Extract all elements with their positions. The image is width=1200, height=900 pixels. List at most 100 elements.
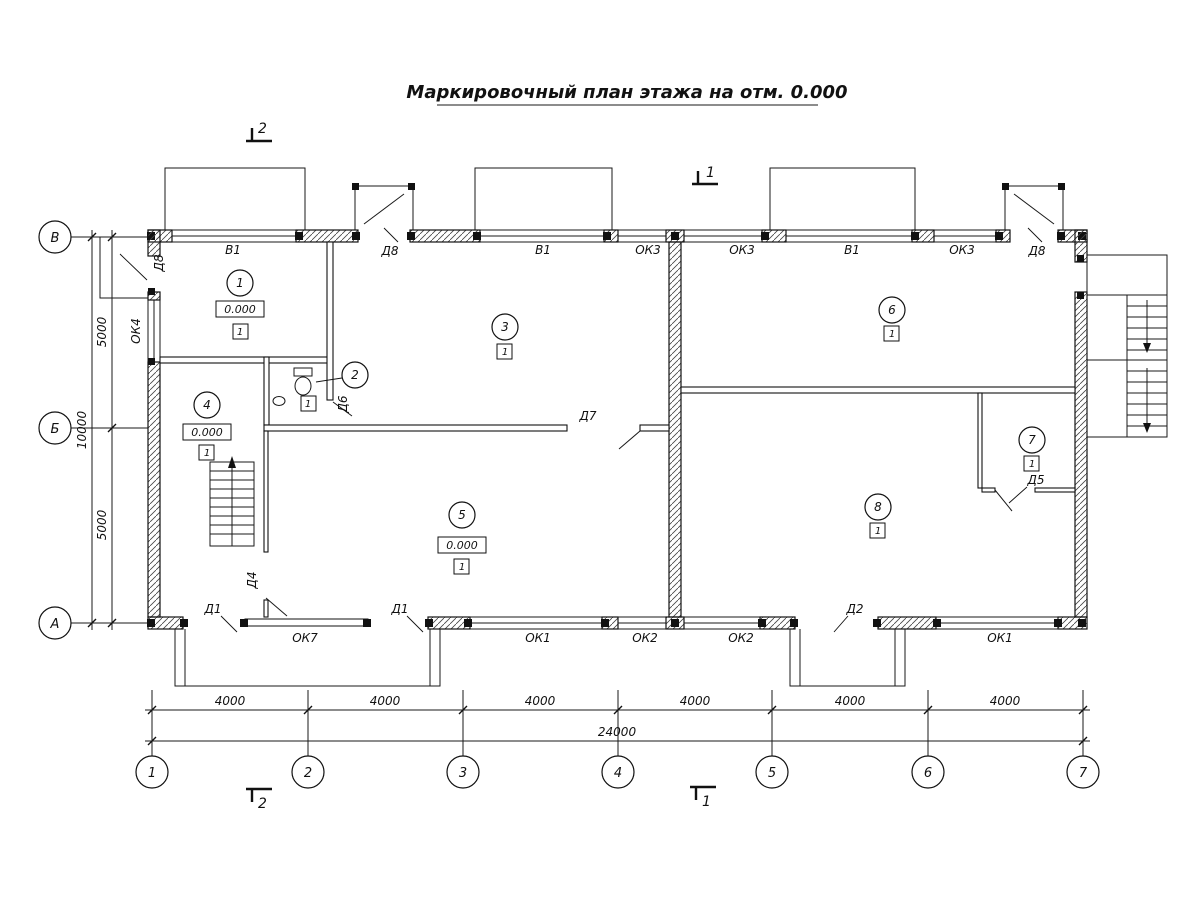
dim-4000-1: 4000 [215, 694, 246, 708]
axis-col-circle-6 [911, 755, 945, 789]
room-6-finish: 1 [889, 329, 895, 340]
axis-col-circle-3 [446, 755, 480, 789]
axis-col-circle-4 [601, 755, 635, 789]
wall-axis-b-east [639, 424, 670, 432]
axis-col-label-7: 7 [1079, 766, 1088, 781]
door-d8-top-leaf [363, 193, 405, 225]
dim-4000-4: 4000 [680, 694, 711, 708]
porch-top-3 [769, 167, 916, 230]
stair-up-arrow [228, 456, 236, 468]
room-1-elevation: 0.000 [224, 303, 256, 316]
title-block: Маркировочный план этажа на отм. 0.000 [406, 82, 848, 106]
bottom-wall [147, 616, 1088, 630]
section-2-top-label: 2 [258, 121, 267, 137]
room-2-finish: 1 [305, 399, 311, 410]
wall-stair-stub [263, 599, 269, 618]
room-4-elevation-box [182, 423, 232, 441]
room-4-finish-box [198, 444, 215, 461]
room-4-finish: 1 [204, 448, 210, 459]
top-wall [147, 229, 1088, 243]
axis-col-circle-1 [135, 755, 169, 789]
room-4-elevation: 0.000 [191, 426, 223, 439]
dim-4000-6: 4000 [990, 694, 1021, 708]
room-6-number: 6 [888, 303, 896, 317]
room-1-number: 1 [236, 276, 244, 290]
axis-row-circle-b [38, 411, 72, 445]
drawing-title: Маркировочный план этажа на отм. 0.000 [406, 82, 847, 103]
axis-row-label-a: А [50, 617, 60, 632]
axis-col-label-2: 2 [304, 766, 312, 781]
porches [99, 167, 1065, 687]
dim-5000-top: 5000 [95, 316, 109, 347]
room-markers: 1 0.000 1 2 1 3 1 4 0.000 1 5 0.000 1 6 … [182, 269, 1046, 575]
bottom-opening-label-0: Д1 [203, 602, 221, 616]
stair-down-arrow-1 [1143, 343, 1151, 353]
room-8-finish-box [869, 522, 886, 539]
axis-grid-bottom: 1 2 3 4 5 6 7 [135, 690, 1100, 789]
bottom-opening-label-4: ОК2 [632, 631, 658, 645]
door-label-d5: Д5 [1026, 473, 1044, 487]
wall-room7-south-a [981, 487, 996, 493]
wall-stair-enclosure [263, 430, 269, 553]
dim-4000-2: 4000 [370, 694, 401, 708]
room-1-elevation-box [215, 300, 265, 318]
dim-24000: 24000 [598, 725, 637, 739]
axis-col-circle-5 [755, 755, 789, 789]
interior-stair [209, 456, 255, 547]
right-wall [1074, 229, 1088, 618]
top-opening-label-2: В1 [535, 243, 551, 257]
axis-row-circle-v [38, 220, 72, 254]
room-7-finish: 1 [1029, 459, 1035, 470]
axis-row-circle-a [38, 606, 72, 640]
room-5-finish: 1 [459, 562, 465, 573]
room-8-number: 8 [874, 500, 882, 514]
bottom-opening-label-5: ОК2 [728, 631, 754, 645]
room-5-finish-box [453, 558, 470, 575]
wall-wc-west [263, 356, 270, 426]
room-1-finish-box [232, 323, 249, 340]
bottom-opening-label-2: Д1 [390, 602, 408, 616]
room-6-circle [878, 296, 906, 324]
left-door-label: Д8 [152, 254, 166, 272]
room-5-elevation: 0.000 [446, 539, 478, 552]
room-6-finish-box [883, 325, 900, 342]
axis-row-label-v: В [51, 231, 60, 246]
bottom-opening-label-3: ОК1 [525, 631, 551, 645]
room-1-circle [226, 269, 254, 297]
axis-col-label-5: 5 [768, 766, 776, 781]
room-3-finish-box [496, 343, 513, 360]
door-label-d4: Д4 [245, 571, 259, 589]
room-7-number: 7 [1028, 433, 1036, 447]
room-2-finish-box [300, 395, 317, 412]
wall-room7-west [977, 392, 983, 489]
porch-top-2 [474, 167, 613, 230]
top-opening-label-4: ОК3 [729, 243, 755, 257]
room-2-circle [341, 361, 369, 389]
top-opening-label-3: ОК3 [635, 243, 661, 257]
wall-axis-b-west [263, 424, 568, 432]
room-7-finish-box [1023, 455, 1040, 472]
room-2-number: 2 [351, 368, 359, 382]
porch-bottom-right [789, 629, 906, 687]
room-3-number: 3 [501, 320, 509, 334]
room-4-circle [193, 391, 221, 419]
section-marks: 2 2 1 1 [246, 121, 718, 812]
door-d8-top2-leaf [1013, 193, 1055, 225]
storefront-window-ok7 [244, 618, 369, 627]
room-7-circle [1018, 426, 1046, 454]
door-label-d6: Д6 [336, 395, 350, 413]
porch-bottom-left [174, 629, 441, 687]
porch-top-1 [164, 167, 306, 230]
axis-col-circle-2 [291, 755, 325, 789]
fixtures [272, 367, 313, 406]
bottom-opening-label-6: Д2 [845, 602, 863, 616]
top-opening-label-6: ОК3 [949, 243, 975, 257]
room-2-leader [315, 377, 343, 383]
top-opening-label-7: Д8 [1027, 244, 1045, 258]
top-opening-label-1: Д8 [380, 244, 398, 258]
dim-5000-bottom: 5000 [95, 509, 109, 540]
bottom-wall-columns [147, 619, 1086, 627]
section-2-bottom-label: 2 [258, 796, 267, 812]
axis-row-label-b: Б [51, 422, 60, 437]
